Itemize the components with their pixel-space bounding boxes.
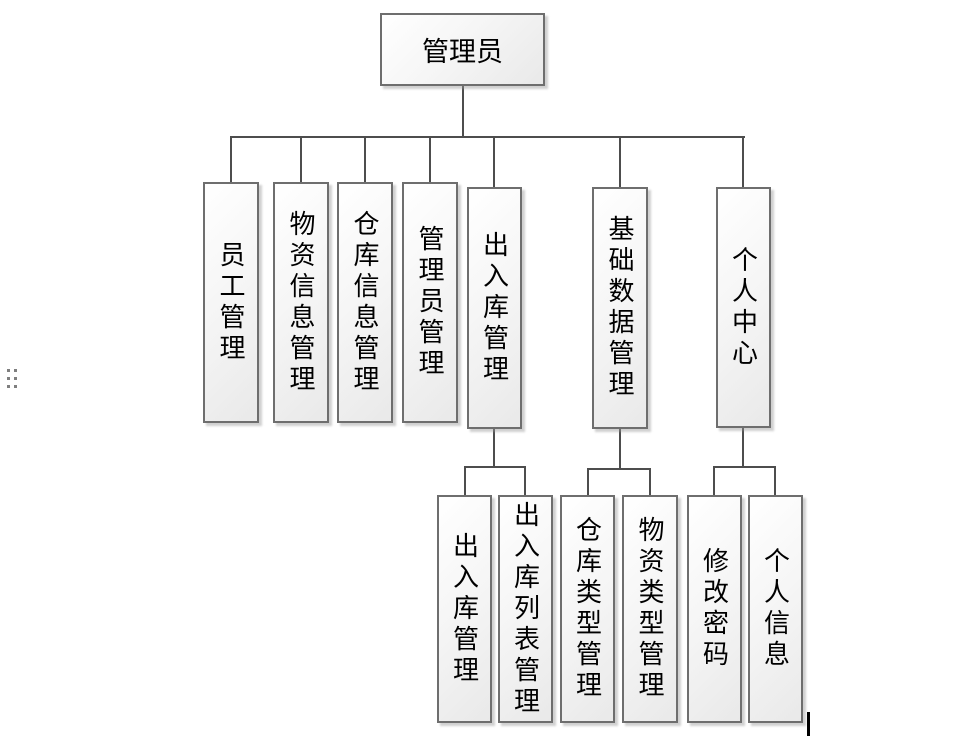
node-basic-data-management[interactable]: 基础数据管理 bbox=[592, 187, 648, 429]
node-personal-info[interactable]: 个人信息 bbox=[748, 495, 803, 723]
grip-dot-icon bbox=[14, 385, 17, 388]
node-inout-warehouse-management[interactable]: 出入库管理 bbox=[467, 187, 522, 429]
connector-stub-material-info bbox=[300, 136, 302, 183]
node-admin-root[interactable]: 管理员 bbox=[380, 13, 545, 86]
node-employee-management[interactable]: 员工管理 bbox=[203, 182, 259, 423]
node-label: 仓库类型管理 bbox=[572, 516, 603, 702]
node-label: 物资信息管理 bbox=[286, 209, 316, 396]
connector-basic-data-stem bbox=[619, 429, 621, 470]
grip-dot-icon bbox=[14, 369, 17, 372]
node-personal-center[interactable]: 个人中心 bbox=[716, 187, 771, 428]
connector-root-stem bbox=[462, 86, 464, 137]
grip-dot-icon bbox=[14, 377, 17, 380]
connector-inout-bus bbox=[464, 466, 526, 468]
connector-basic-data-bus bbox=[587, 468, 651, 470]
connector-stub-personal-center bbox=[742, 136, 744, 188]
connector-personal-stem bbox=[742, 428, 744, 468]
text-cursor bbox=[807, 712, 810, 736]
connector-stub-warehouse-type bbox=[587, 468, 589, 496]
node-inout-list-management[interactable]: 出入库列表管理 bbox=[498, 495, 553, 723]
node-warehouse-info-management[interactable]: 仓库信息管理 bbox=[337, 182, 393, 423]
connector-stub-warehouse-info bbox=[364, 136, 366, 183]
connector-stub-personal-info bbox=[774, 466, 776, 496]
node-label: 出入库管理 bbox=[449, 531, 480, 687]
drag-handle-icon[interactable] bbox=[7, 369, 17, 388]
connector-stub-material-type bbox=[649, 468, 651, 496]
connector-stub-inout-list bbox=[524, 466, 526, 496]
node-material-type-management[interactable]: 物资类型管理 bbox=[622, 495, 678, 723]
grip-dot-icon bbox=[7, 385, 10, 388]
node-label: 个人中心 bbox=[728, 245, 759, 370]
node-material-info-management[interactable]: 物资信息管理 bbox=[273, 182, 329, 423]
node-label: 出入库管理 bbox=[479, 230, 510, 386]
connector-stub-inout-sub bbox=[464, 466, 466, 496]
node-label: 物资类型管理 bbox=[635, 516, 665, 702]
node-warehouse-type-management[interactable]: 仓库类型管理 bbox=[560, 495, 615, 723]
node-inout-management-sub[interactable]: 出入库管理 bbox=[437, 495, 492, 723]
connector-stub-employee bbox=[230, 136, 232, 183]
connector-level2-bus bbox=[230, 136, 745, 138]
node-label: 管理员 bbox=[422, 37, 503, 67]
node-label: 仓库信息管理 bbox=[350, 209, 380, 396]
connector-stub-change-password bbox=[713, 466, 715, 496]
node-label: 基础数据管理 bbox=[605, 215, 635, 401]
connector-stub-inout bbox=[493, 136, 495, 188]
node-label: 员工管理 bbox=[216, 240, 246, 365]
node-label: 修改密码 bbox=[699, 547, 730, 671]
node-change-password[interactable]: 修改密码 bbox=[687, 495, 742, 723]
connector-stub-basic-data bbox=[619, 136, 621, 188]
node-label: 管理员管理 bbox=[415, 225, 445, 380]
connector-personal-bus bbox=[713, 466, 776, 468]
grip-dot-icon bbox=[7, 377, 10, 380]
node-label: 出入库列表管理 bbox=[510, 500, 541, 718]
connector-stub-admin-mgmt bbox=[429, 136, 431, 183]
node-label: 个人信息 bbox=[760, 547, 791, 671]
connector-inout-stem bbox=[493, 429, 495, 468]
node-admin-management[interactable]: 管理员管理 bbox=[402, 182, 458, 423]
grip-dot-icon bbox=[7, 369, 10, 372]
